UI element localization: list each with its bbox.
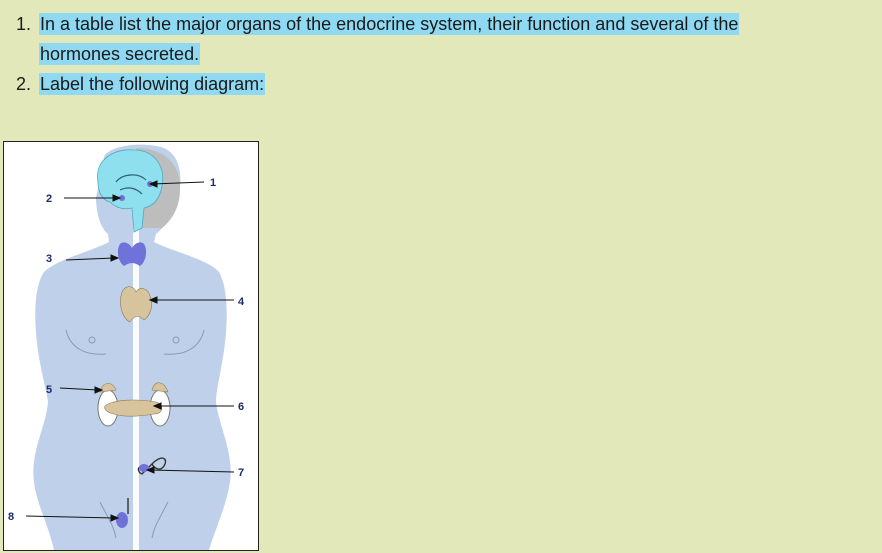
diagram-label-1: 1 <box>210 177 216 189</box>
diagram-label-7: 7 <box>238 467 244 479</box>
right-adrenal <box>151 382 169 393</box>
endocrine-diagram: 1 2 3 4 5 6 7 8 <box>3 141 259 551</box>
question-list: 1. In a table list the major organs of t… <box>0 9 860 99</box>
endocrine-diagram-svg: 1 2 3 4 5 6 7 8 <box>8 144 245 550</box>
diagram-label-4: 4 <box>238 296 245 308</box>
diagram-label-8: 8 <box>8 511 14 523</box>
question-2-number: 2. <box>16 74 32 94</box>
pituitary-gland <box>119 195 125 201</box>
brain <box>97 149 164 233</box>
body-silhouette <box>33 144 231 550</box>
question-1-text-line2: hormones secreted. <box>39 43 201 65</box>
question-2: 2. Label the following diagram: <box>0 69 860 99</box>
right-nipple <box>172 336 180 344</box>
diagram-label-3: 3 <box>46 253 52 265</box>
question-2-text: Label the following diagram: <box>39 73 266 95</box>
question-1: 1. In a table list the major organs of t… <box>0 9 860 69</box>
groin-lines <box>99 501 169 539</box>
thymus-gland <box>120 286 152 323</box>
ovary-gland <box>139 464 149 472</box>
pointer-lines <box>25 180 235 522</box>
midline <box>133 212 139 550</box>
question-1-number: 1. <box>16 14 32 34</box>
ovary <box>137 457 167 475</box>
chest-lines <box>65 329 205 355</box>
left-nipple <box>88 336 96 344</box>
diagram-label-2: 2 <box>46 193 52 205</box>
question-1-text-line1: In a table list the major organs of the … <box>39 13 740 35</box>
thyroid-gland <box>117 242 147 266</box>
brain-folds <box>115 174 147 195</box>
testis-gland <box>116 512 128 528</box>
pancreas <box>104 399 163 417</box>
diagram-label-5: 5 <box>46 384 52 396</box>
diagram-label-6: 6 <box>238 401 244 413</box>
